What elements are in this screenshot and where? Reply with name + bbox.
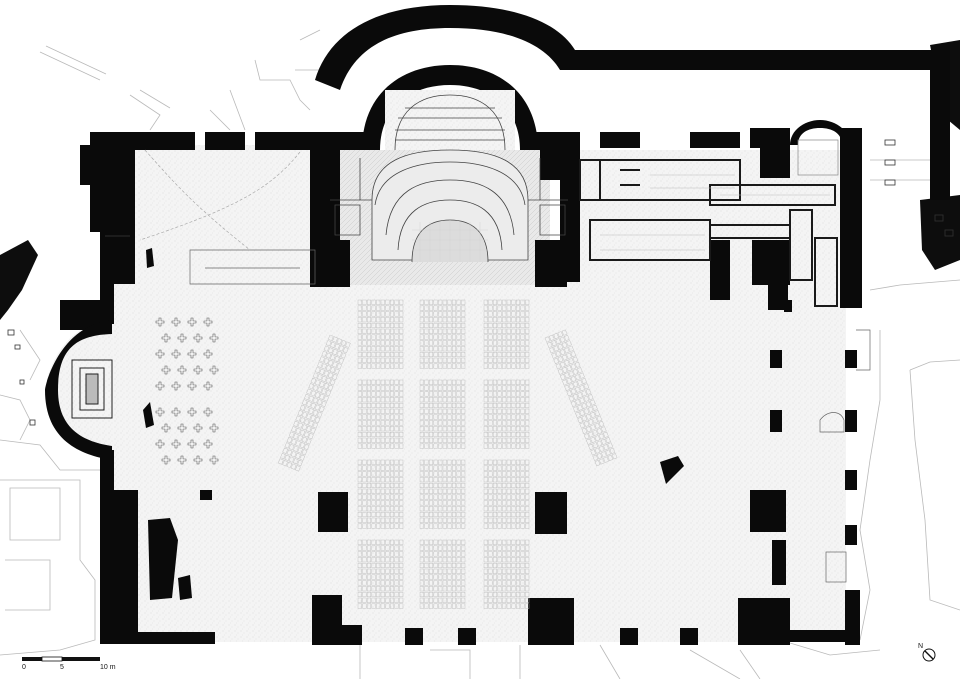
seat-block-side-left bbox=[278, 334, 351, 472]
site-context-lines bbox=[0, 29, 960, 679]
scale-bar: 0 5 10 m bbox=[22, 656, 116, 671]
seat-block-2-3 bbox=[483, 539, 530, 609]
north-label: N bbox=[918, 643, 923, 650]
scale-label-0: 0 bbox=[22, 664, 26, 671]
scale-label-5: 5 bbox=[60, 664, 64, 671]
seat-block-0-1 bbox=[357, 379, 404, 449]
seat-block-1-1 bbox=[419, 379, 466, 449]
north-arrow-icon: N bbox=[918, 643, 936, 662]
ne-benches bbox=[600, 174, 830, 251]
seat-block-1-0 bbox=[419, 299, 466, 369]
west-apse-feature bbox=[71, 359, 113, 419]
scale-segment-light bbox=[41, 656, 63, 662]
scale-label-10m: 10 m bbox=[100, 664, 116, 671]
seat-block-1-3 bbox=[419, 539, 466, 609]
east-niches bbox=[819, 329, 871, 583]
seat-block-2-2 bbox=[483, 459, 530, 529]
outer-wall-north bbox=[315, 5, 950, 200]
seat-block-0-0 bbox=[357, 299, 404, 369]
scale-segment-long bbox=[62, 657, 100, 661]
seat-block-0-3 bbox=[357, 539, 404, 609]
seat-block-2-1 bbox=[483, 379, 530, 449]
context-small-stones bbox=[7, 139, 954, 426]
seat-block-side-right bbox=[544, 329, 618, 467]
ne-service-rooms bbox=[579, 159, 838, 307]
seat-block-2-0 bbox=[483, 299, 530, 369]
context-ruins bbox=[0, 40, 960, 320]
seat-block-0-2 bbox=[357, 459, 404, 529]
nw-room-details bbox=[105, 149, 316, 285]
stage-grid bbox=[412, 220, 488, 262]
auditorium-seating bbox=[278, 299, 618, 609]
scale-segment-dark bbox=[22, 657, 42, 661]
ne-apse-room bbox=[797, 139, 839, 176]
seat-block-1-2 bbox=[419, 459, 466, 529]
